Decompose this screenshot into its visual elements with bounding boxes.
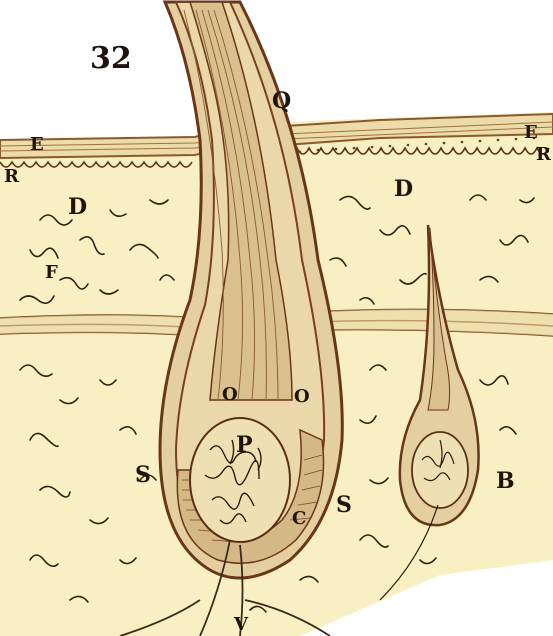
label-o-left: O bbox=[222, 384, 238, 405]
label-r-right: R bbox=[536, 144, 552, 165]
label-p: P bbox=[236, 432, 253, 458]
figure-number: 32 bbox=[90, 41, 132, 76]
label-e-left: E bbox=[30, 134, 44, 155]
label-q: Q bbox=[272, 88, 291, 114]
label-d-left: D bbox=[68, 194, 87, 220]
label-b: B bbox=[496, 468, 515, 494]
label-v: V bbox=[233, 614, 249, 635]
label-s-right: S bbox=[336, 492, 352, 518]
label-s-left: S bbox=[135, 462, 151, 488]
label-d-right: D bbox=[394, 176, 413, 202]
label-f: F bbox=[45, 262, 58, 283]
label-c: C bbox=[292, 508, 306, 529]
label-r-left: R bbox=[4, 166, 20, 187]
label-o-right: O bbox=[294, 386, 310, 407]
small-papilla bbox=[412, 432, 468, 508]
label-e-right: E bbox=[524, 122, 538, 143]
